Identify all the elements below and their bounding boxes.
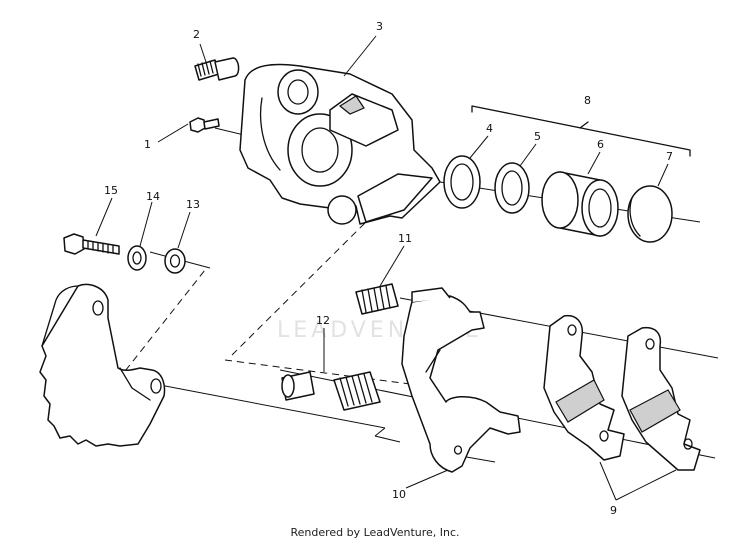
part-3-caliper	[239, 63, 441, 225]
callout-15: 15	[104, 184, 118, 197]
callout-1: 1	[144, 138, 151, 151]
part-9-pad-inner	[543, 314, 625, 461]
callout-3: 3	[376, 20, 383, 33]
callout-8: 8	[584, 94, 591, 107]
callout-12: 12	[316, 314, 330, 327]
callout-labels: 1 2 3 4 5 6 7 8 9 10 11 12 13 14 15	[104, 20, 673, 517]
part-5-seal	[494, 162, 530, 214]
part-10-bracket	[401, 287, 521, 473]
callout-6: 6	[597, 138, 604, 151]
callout-13: 13	[186, 198, 200, 211]
credit-text: Rendered by LeadVenture, Inc.	[290, 526, 460, 539]
part-2-bleeder	[194, 57, 240, 81]
callout-2: 2	[193, 28, 200, 41]
part-7-cap	[627, 185, 673, 243]
leader-lines	[95, 35, 677, 501]
part-1-fitting	[189, 117, 220, 133]
callout-9: 9	[610, 504, 617, 517]
callout-10: 10	[392, 488, 406, 501]
part-4-seal	[443, 155, 481, 209]
part-12-pin	[281, 371, 381, 411]
callout-11: 11	[398, 232, 412, 245]
callout-14: 14	[146, 190, 160, 203]
group-bracket-8	[471, 105, 691, 157]
part-14-lock-washer	[127, 245, 147, 271]
mounting-bracket	[39, 283, 166, 447]
part-13-washer	[164, 248, 186, 274]
part-9-pad-outer	[621, 326, 701, 471]
part-11-boot	[355, 283, 399, 315]
part-15-bolt	[63, 233, 120, 255]
callout-7: 7	[666, 150, 673, 163]
callout-4: 4	[486, 122, 493, 135]
part-6-piston	[541, 171, 619, 237]
callout-5: 5	[534, 130, 541, 143]
